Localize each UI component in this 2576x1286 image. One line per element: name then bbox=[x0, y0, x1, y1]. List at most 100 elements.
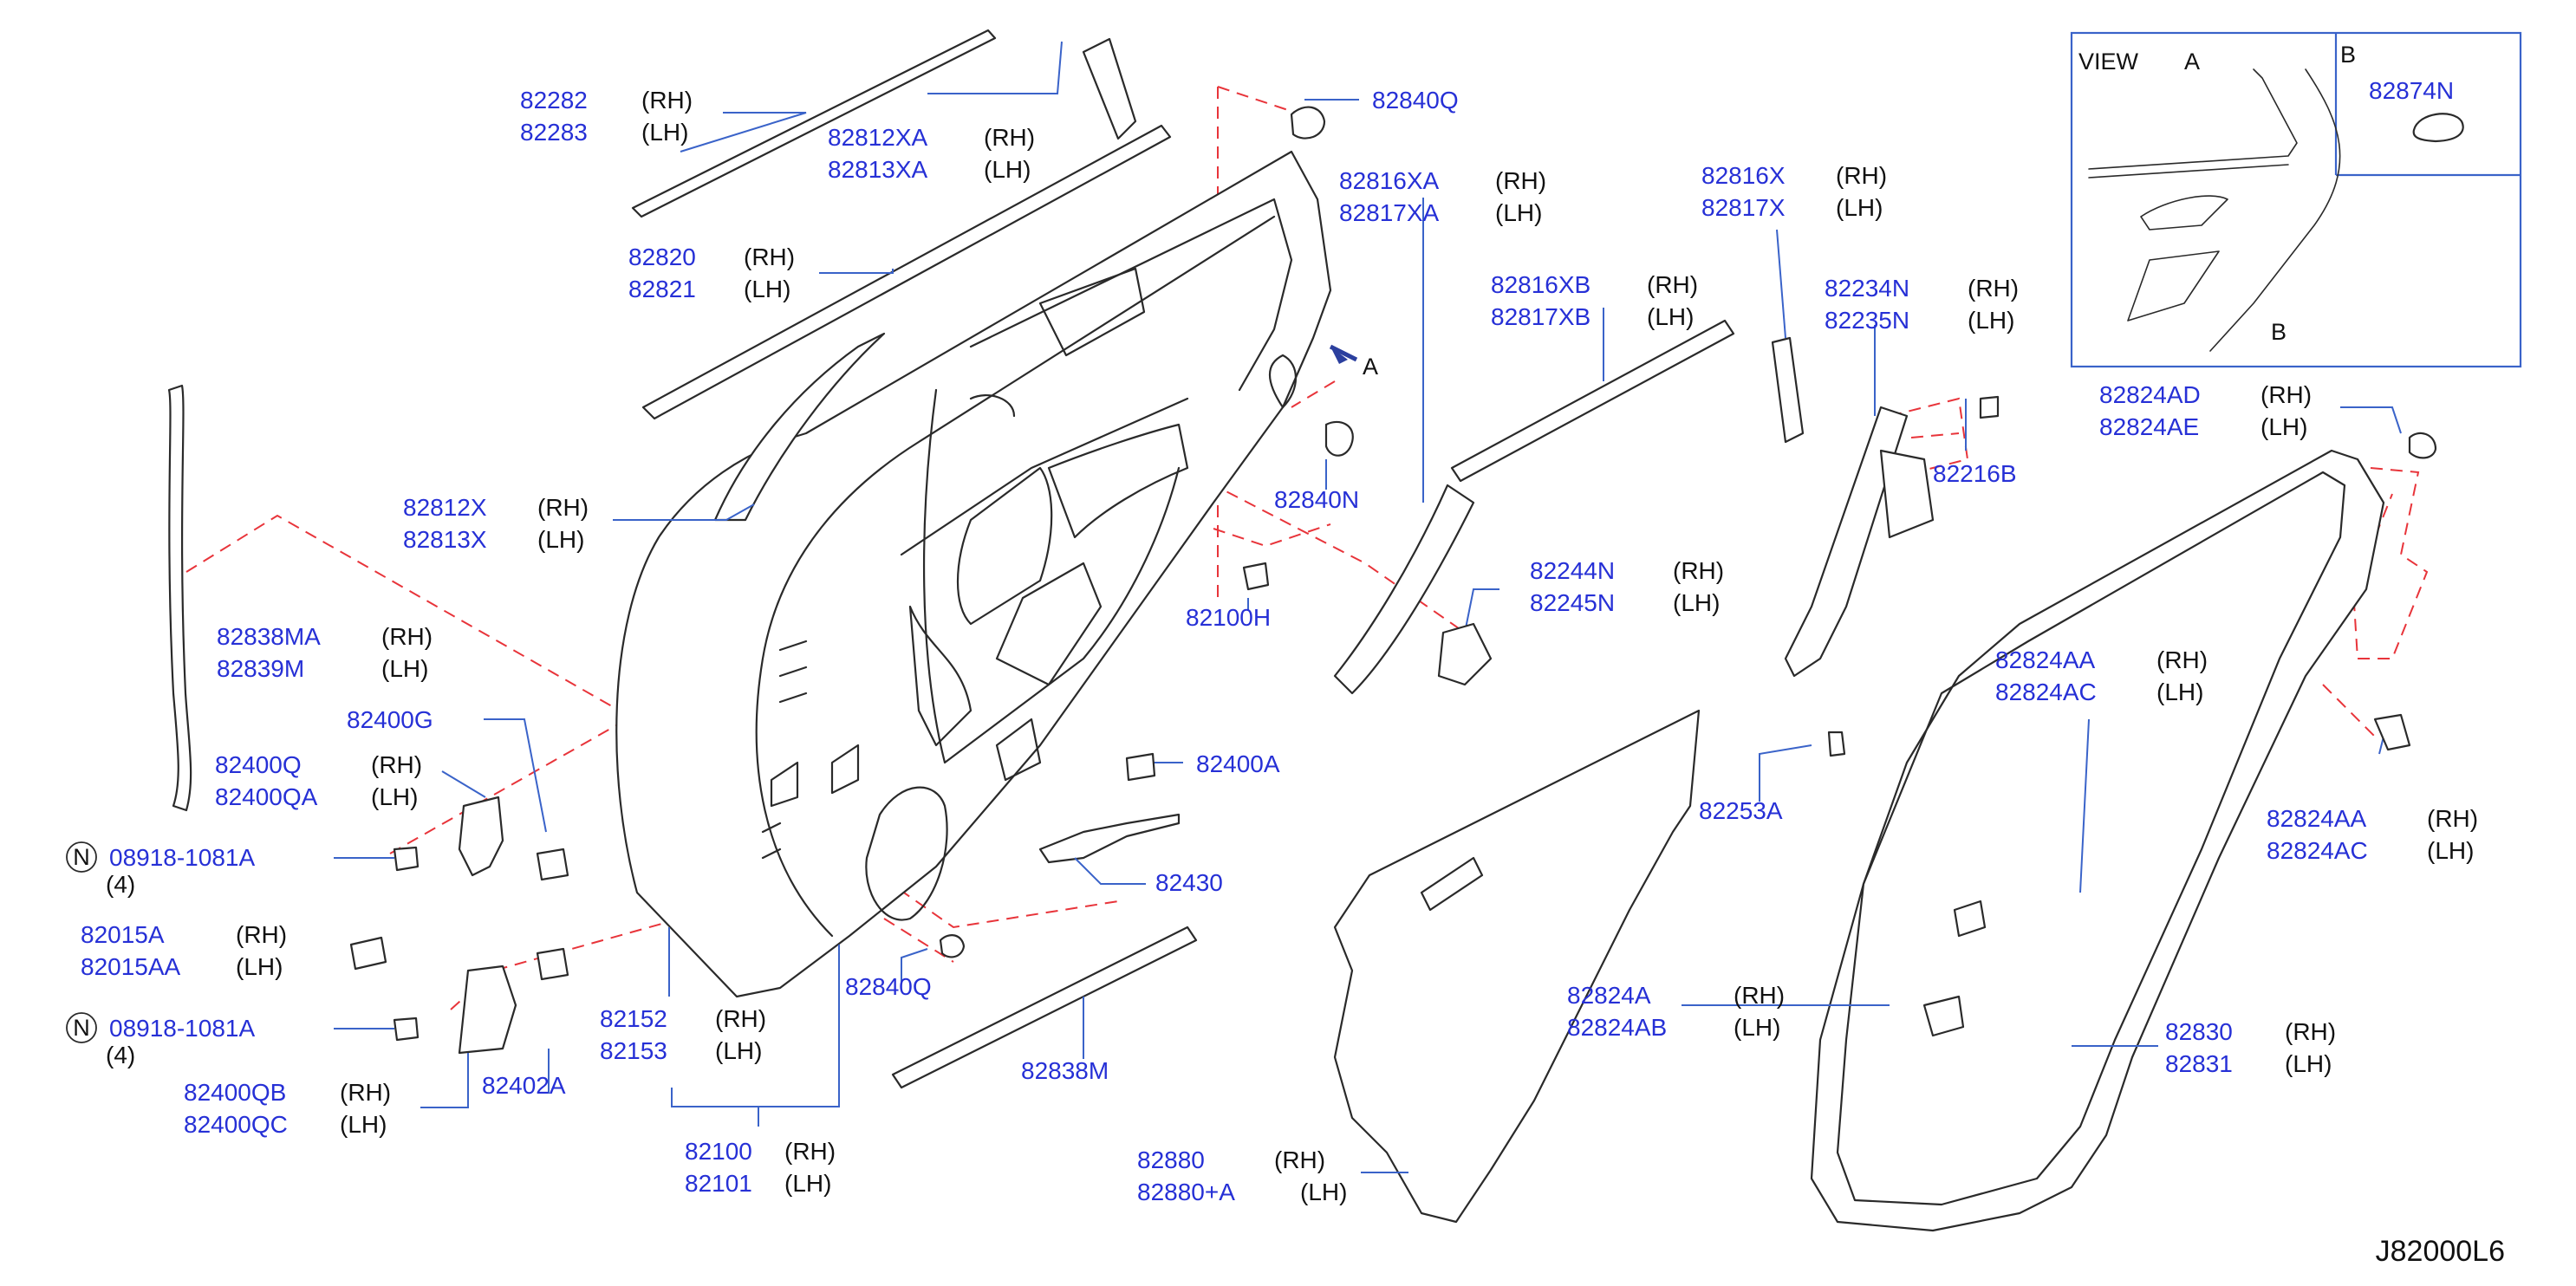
part-82216b: 82216B bbox=[1933, 460, 2017, 487]
nut-upper-icon bbox=[393, 846, 420, 872]
part-82282: 82282 bbox=[520, 87, 588, 114]
side-rh: (RH) bbox=[1734, 982, 1785, 1009]
nut-symbol-upper: N bbox=[73, 844, 90, 870]
part-82840q-lower: 82840Q bbox=[845, 973, 932, 1000]
part-82015aa: 82015AA bbox=[81, 953, 181, 980]
part-82245n: 82245N bbox=[1530, 589, 1615, 616]
part-82152: 82152 bbox=[600, 1005, 667, 1032]
callout-leaders bbox=[334, 41, 2402, 1173]
side-rh: (RH) bbox=[537, 494, 589, 521]
part-82824ac-upper: 82824AC bbox=[1995, 679, 2097, 705]
part-82234n: 82234N bbox=[1825, 275, 1909, 302]
view-a-arrow-shaft-icon bbox=[1329, 344, 1358, 362]
side-rh: (RH) bbox=[641, 87, 693, 114]
side-lh: (LH) bbox=[1968, 307, 2014, 334]
part-82400g: 82400G bbox=[347, 706, 433, 733]
clip-82824aa-lower-icon bbox=[2373, 713, 2411, 751]
part-82812xa: 82812XA bbox=[828, 124, 928, 151]
callout-labels: 82282 82283 (RH) (LH) 82812XA 82813XA (R… bbox=[66, 42, 2505, 1268]
side-rh: (RH) bbox=[2156, 646, 2208, 673]
part-82820: 82820 bbox=[628, 244, 696, 270]
fasteners bbox=[349, 106, 2437, 1042]
nut-lower-icon bbox=[393, 1016, 420, 1042]
part-82817xa: 82817XA bbox=[1339, 199, 1440, 226]
side-rh: (RH) bbox=[1274, 1146, 1325, 1173]
clip-82824ad-icon bbox=[2408, 432, 2437, 459]
grommet-mid-icon bbox=[1324, 420, 1354, 457]
nut-symbol-lower: N bbox=[73, 1015, 90, 1041]
side-rh: (RH) bbox=[1647, 271, 1698, 298]
part-08918-1081a-upper: 08918-1081A bbox=[109, 844, 255, 871]
side-lh: (LH) bbox=[340, 1111, 387, 1138]
part-82244n: 82244N bbox=[1530, 557, 1615, 584]
screw-82216b-icon bbox=[1979, 395, 2000, 419]
grommet-top-icon bbox=[1290, 106, 1326, 140]
qty-upper: (4) bbox=[106, 871, 135, 898]
side-rh: (RH) bbox=[381, 623, 433, 650]
part-82824aa-upper: 82824AA bbox=[1995, 646, 2096, 673]
part-82839m: 82839M bbox=[217, 655, 304, 682]
side-rh: (RH) bbox=[1495, 167, 1546, 194]
part-82153: 82153 bbox=[600, 1037, 667, 1064]
side-lh: (LH) bbox=[715, 1037, 762, 1064]
side-rh: (RH) bbox=[2427, 805, 2478, 832]
side-rh: (RH) bbox=[236, 921, 287, 948]
side-lh: (LH) bbox=[744, 276, 790, 302]
clip-82824aa-mid-icon bbox=[1953, 900, 1987, 938]
plug-82840q-lower-icon bbox=[939, 934, 966, 958]
part-82831: 82831 bbox=[2165, 1050, 2233, 1077]
part-82838ma: 82838MA bbox=[217, 623, 321, 650]
part-82874n: 82874N bbox=[2369, 77, 2454, 104]
view-label: VIEW bbox=[2078, 49, 2139, 75]
part-82880: 82880 bbox=[1137, 1146, 1205, 1173]
side-lh: (LH) bbox=[984, 156, 1031, 183]
side-lh: (LH) bbox=[537, 526, 584, 553]
door-shell bbox=[615, 150, 1332, 998]
part-82824ac-lower: 82824AC bbox=[2267, 837, 2368, 864]
part-82817x: 82817X bbox=[1701, 194, 1786, 221]
side-lh: (LH) bbox=[2427, 837, 2474, 864]
nut-symbol-upper-icon bbox=[66, 841, 97, 873]
weatherstrip bbox=[1810, 449, 2385, 1232]
part-82838m: 82838M bbox=[1021, 1057, 1109, 1084]
screw-82253a-icon bbox=[1827, 731, 1846, 757]
side-rh: (RH) bbox=[984, 124, 1035, 151]
part-82812x: 82812X bbox=[403, 494, 487, 521]
side-lh: (LH) bbox=[784, 1170, 831, 1197]
clip-82100h-icon bbox=[1242, 562, 1270, 591]
side-rh: (RH) bbox=[371, 751, 422, 778]
side-rh: (RH) bbox=[2285, 1018, 2336, 1045]
part-82813x: 82813X bbox=[403, 526, 487, 553]
side-rh: (RH) bbox=[784, 1138, 836, 1165]
part-82015a: 82015A bbox=[81, 921, 165, 948]
bolt-82400a-icon bbox=[1125, 752, 1156, 782]
side-lh: (LH) bbox=[1495, 199, 1542, 226]
side-rh: (RH) bbox=[1836, 162, 1887, 189]
bolt-82402a-icon bbox=[536, 947, 569, 981]
side-lh: (LH) bbox=[381, 655, 428, 682]
bracket-82244n-icon bbox=[1437, 622, 1493, 686]
part-08918-1081a-lower: 08918-1081A bbox=[109, 1015, 255, 1042]
side-lh: (LH) bbox=[1300, 1179, 1347, 1205]
qty-lower: (4) bbox=[106, 1042, 135, 1068]
part-82816xa: 82816XA bbox=[1339, 167, 1440, 194]
part-82400q: 82400Q bbox=[215, 751, 302, 778]
part-82400qb: 82400QB bbox=[184, 1079, 286, 1106]
part-82100h: 82100H bbox=[1186, 604, 1271, 631]
side-rh: (RH) bbox=[715, 1005, 766, 1032]
side-lh: (LH) bbox=[236, 953, 283, 980]
part-82824ad: 82824AD bbox=[2099, 381, 2201, 408]
side-lh: (LH) bbox=[2261, 413, 2307, 440]
sash-moulding bbox=[891, 926, 1198, 1089]
part-82235n: 82235N bbox=[1825, 307, 1909, 334]
view-b-arrow-label: B bbox=[2271, 319, 2287, 345]
bolt-82015a-icon bbox=[349, 936, 387, 971]
part-82400qa: 82400QA bbox=[215, 783, 318, 810]
side-lh: (LH) bbox=[2156, 679, 2203, 705]
part-82840q-top: 82840Q bbox=[1372, 87, 1459, 114]
window-channel bbox=[1784, 406, 1935, 678]
part-82813xa: 82813XA bbox=[828, 156, 928, 183]
part-82824ae: 82824AE bbox=[2099, 413, 2199, 440]
side-rh: (RH) bbox=[340, 1079, 391, 1106]
